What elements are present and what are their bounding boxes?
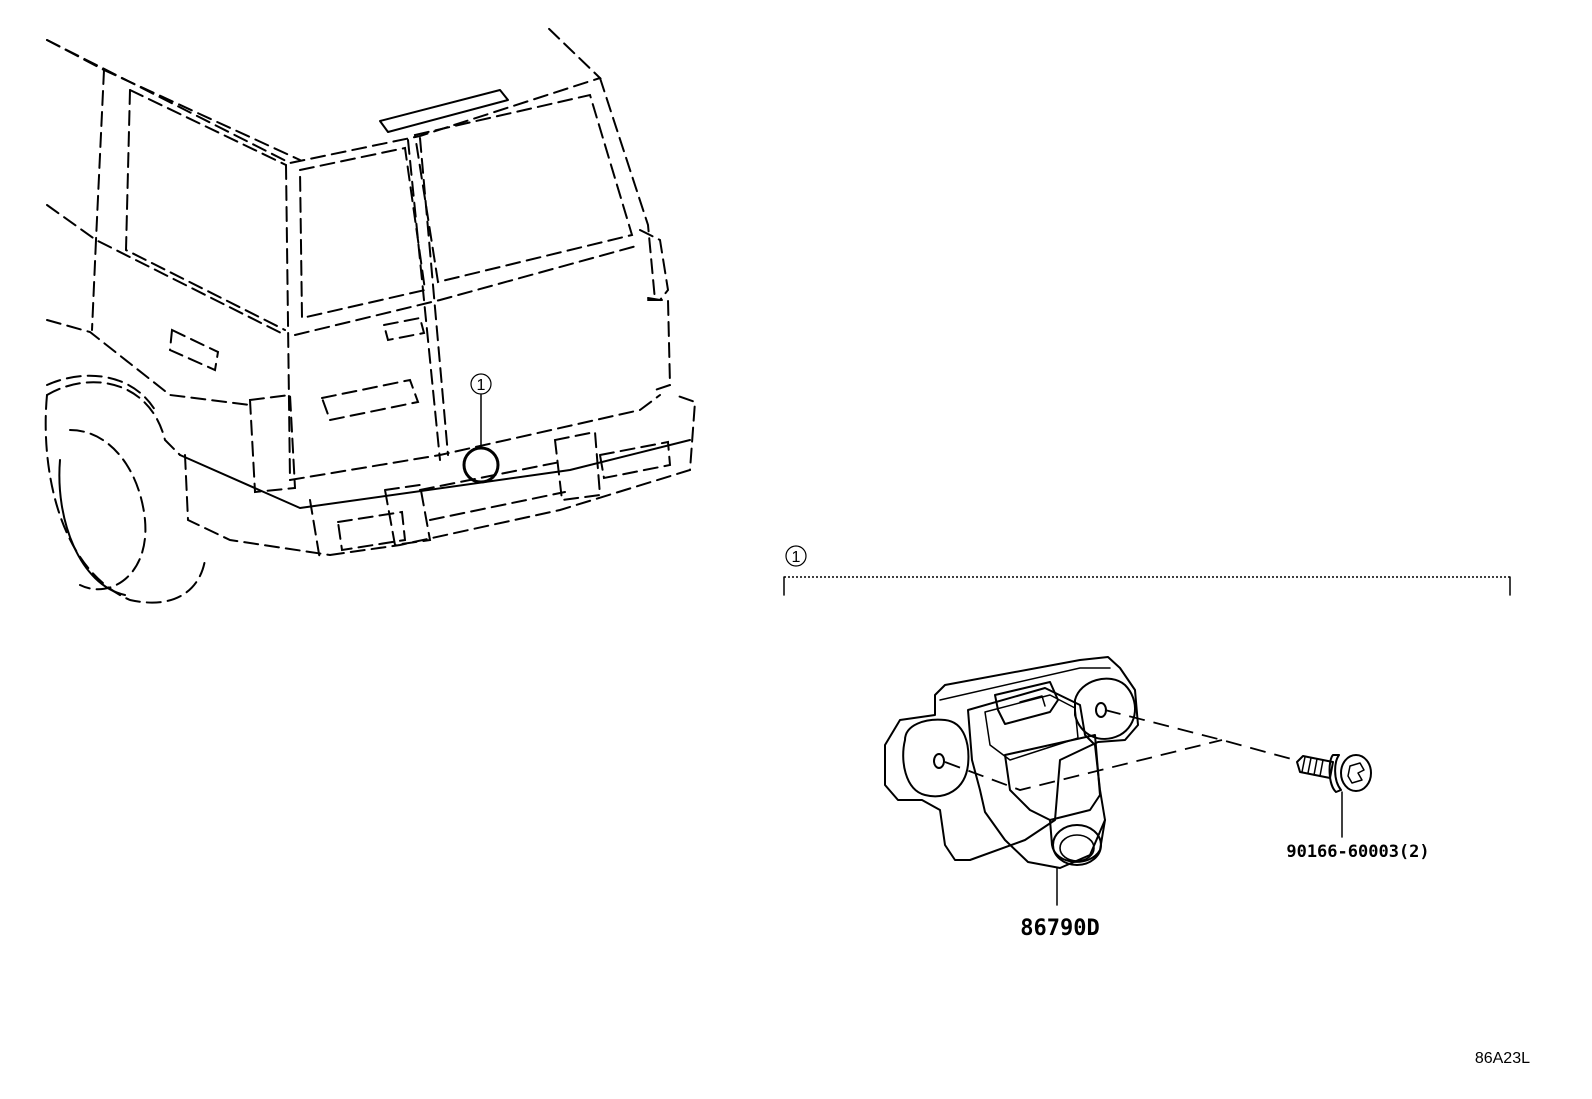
vehicle-callout-number: 1 bbox=[477, 377, 486, 394]
part-number-screw: 90166-60003(2) bbox=[1286, 842, 1429, 862]
screw-icon bbox=[1296, 754, 1372, 838]
figure-code: 86A23L bbox=[1475, 1050, 1530, 1067]
vehicle-callout: 1 bbox=[470, 373, 492, 395]
group-bracket: 1 bbox=[783, 545, 1511, 596]
suv-rear-view-icon bbox=[44, 24, 697, 604]
part-number-camera: 86790D bbox=[1020, 916, 1099, 941]
group-callout-number: 1 bbox=[792, 549, 801, 566]
rear-camera-assembly-icon bbox=[884, 656, 1296, 906]
